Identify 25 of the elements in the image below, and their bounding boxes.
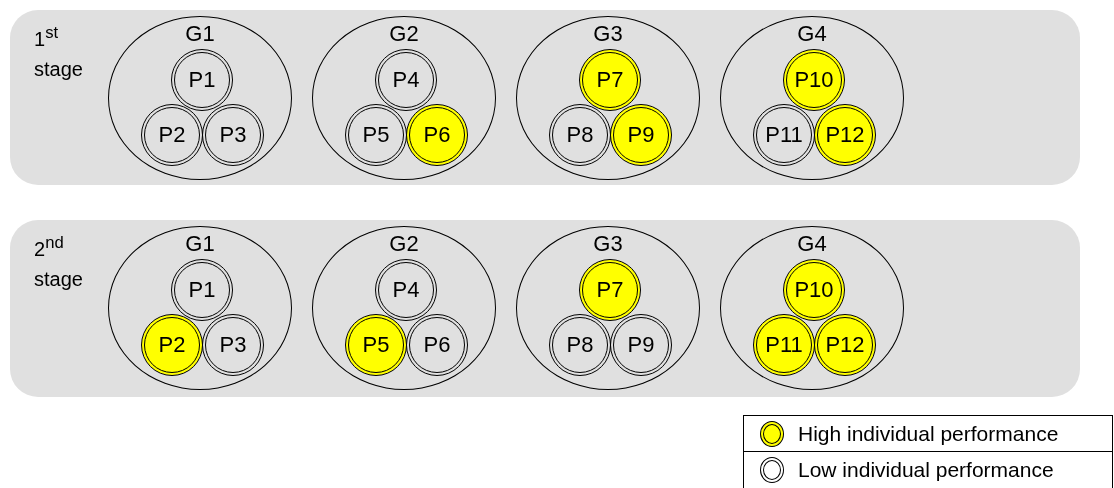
person-circle: P5: [345, 314, 407, 376]
stage-panel: [10, 10, 1080, 185]
stage-label: 1$^{st}$ stage: [34, 22, 84, 82]
group-label: G3: [592, 21, 624, 47]
group-label: G3: [592, 231, 624, 257]
person-circle: P10: [783, 49, 845, 111]
person-circle: P6: [406, 104, 468, 166]
person-circle: P9: [610, 104, 672, 166]
person-circle: P11: [753, 314, 815, 376]
group-label: G4: [796, 231, 828, 257]
person-circle: P7: [579, 259, 641, 321]
legend-label: Low individual performance: [798, 458, 1054, 482]
group-label: G4: [796, 21, 828, 47]
person-circle: P10: [783, 259, 845, 321]
group-label: G1: [184, 21, 216, 47]
person-circle: P12: [814, 104, 876, 166]
group-label: G2: [388, 231, 420, 257]
stage-panel: [10, 220, 1080, 397]
person-circle: P12: [814, 314, 876, 376]
stage-label: 2$^{nd}$ stage: [34, 232, 84, 292]
group-label: G1: [184, 231, 216, 257]
legend-label: High individual performance: [798, 421, 1059, 446]
group-label: G2: [388, 21, 420, 47]
person-circle: P2: [141, 314, 203, 376]
person-circle: P7: [579, 49, 641, 111]
